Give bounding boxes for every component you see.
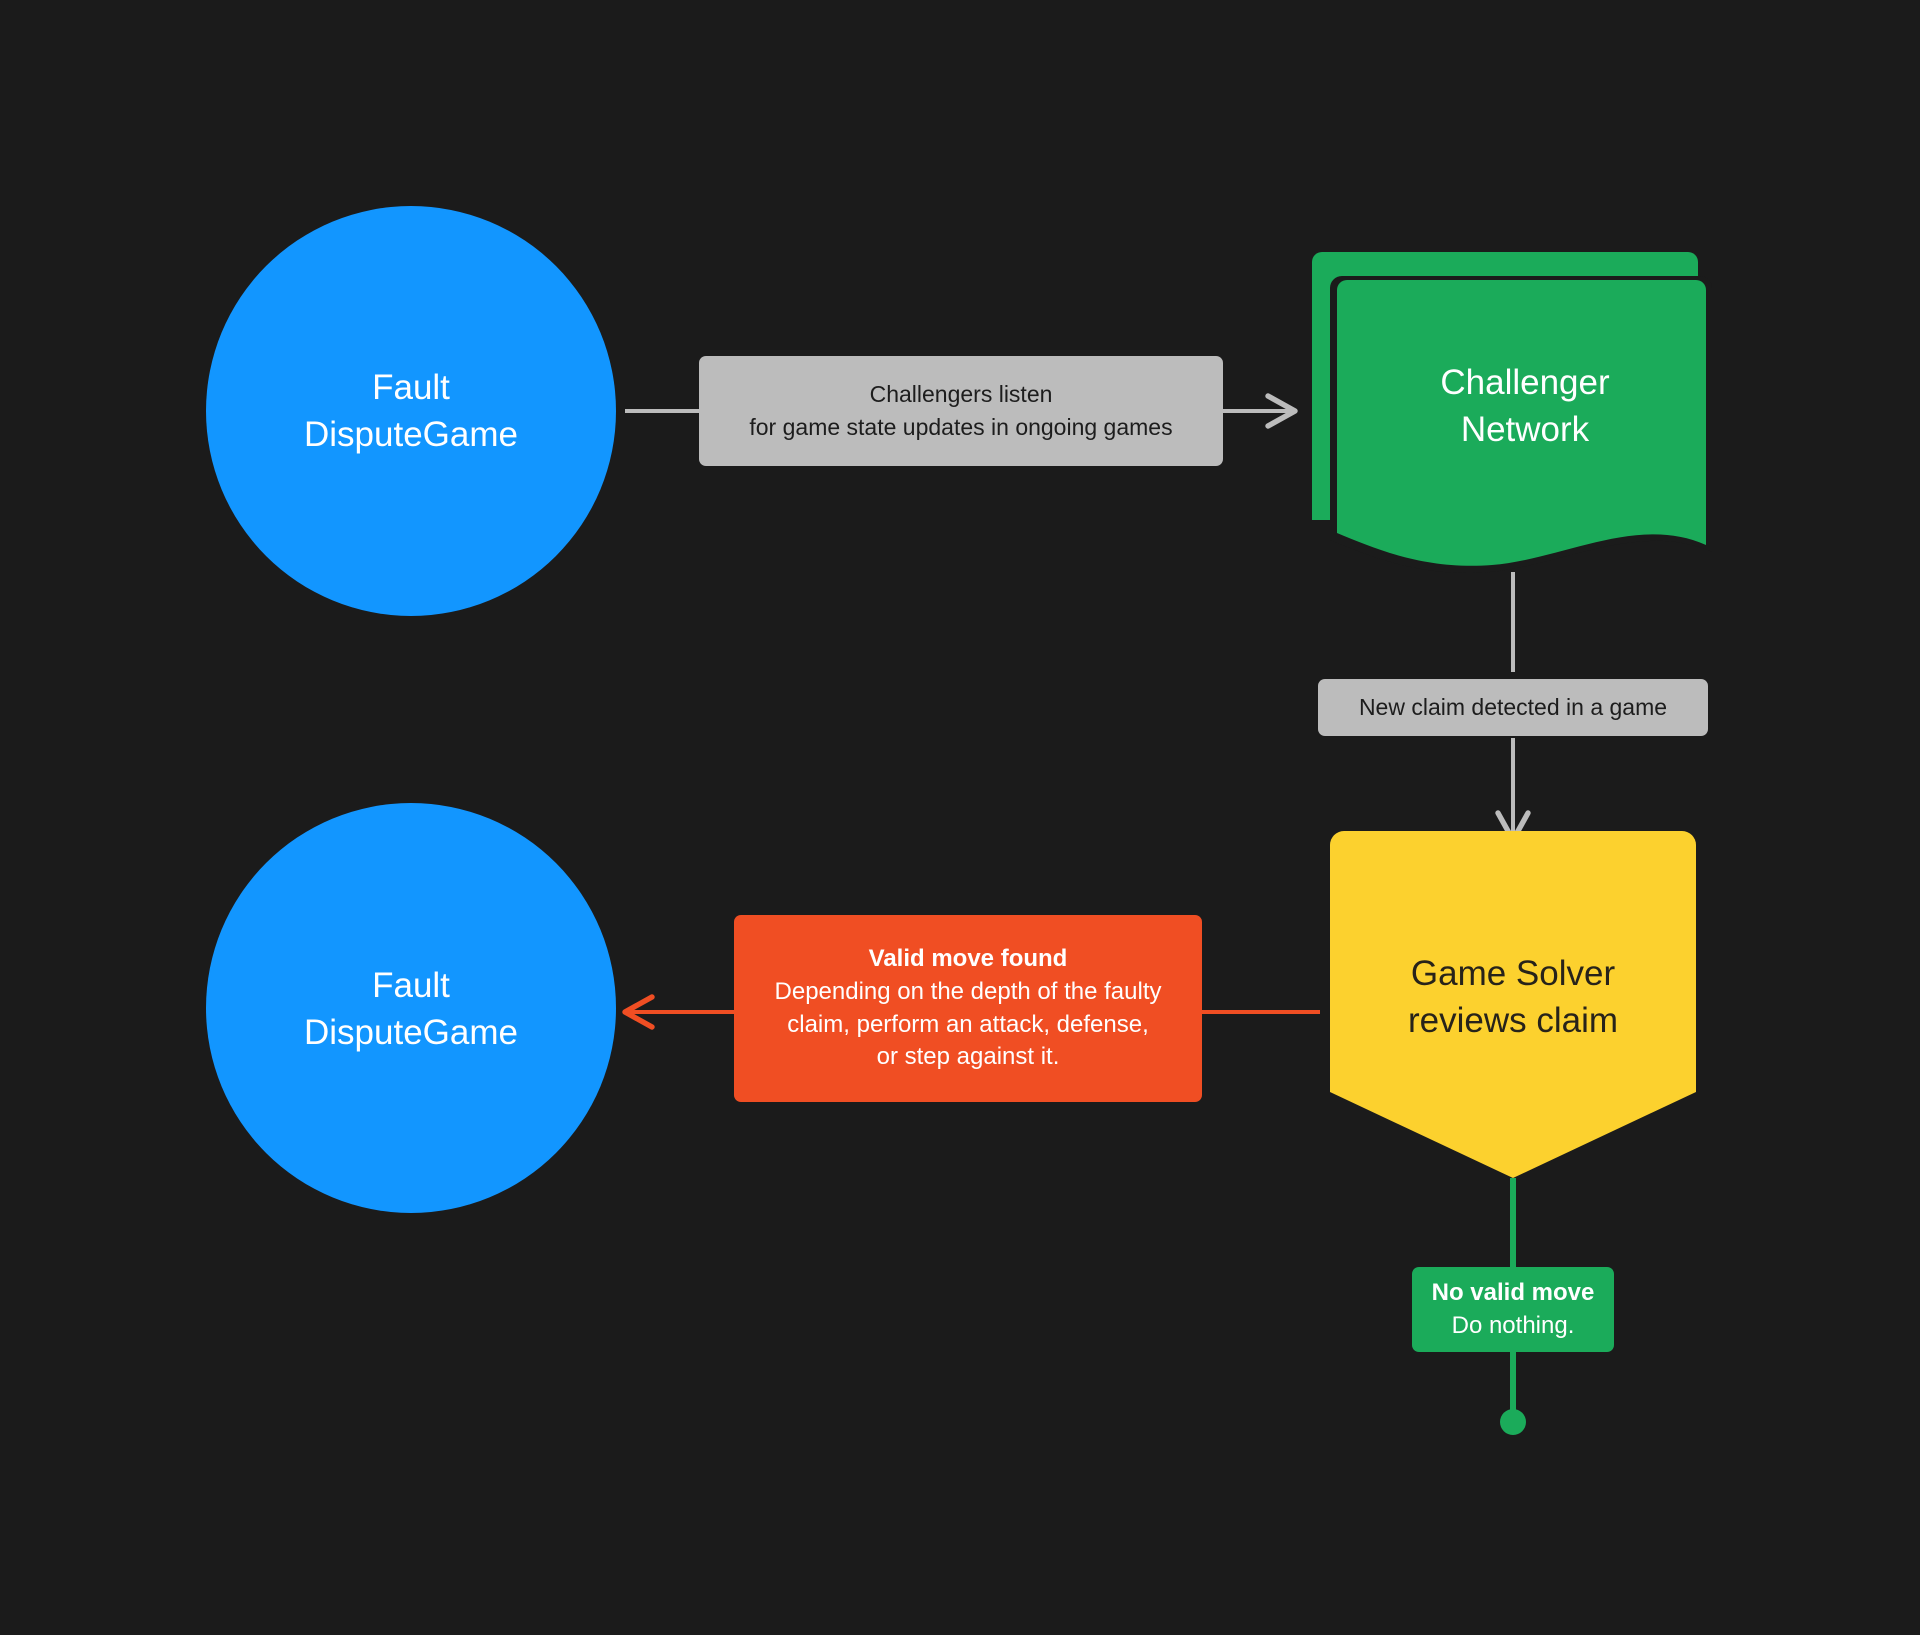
valid-move-found-title: Valid move found: [868, 945, 1068, 973]
challengers-listen-line1: Challengers listen: [869, 381, 1053, 408]
node-game-solver[interactable]: [1330, 831, 1696, 1178]
valid-move-found-line2: claim, perform an attack, defense,: [787, 1010, 1149, 1038]
edge-label-valid-move-found: Valid move found Depending on the depth …: [734, 915, 1202, 1102]
valid-move-found-line1: Depending on the depth of the faulty: [774, 977, 1162, 1005]
no-valid-move-line1: Do nothing.: [1451, 1311, 1575, 1339]
node-fault-disputegame-top[interactable]: [206, 206, 616, 616]
edge-label-challengers-listen: Challengers listen for game state update…: [699, 356, 1223, 466]
challengers-listen-line2: for game state updates in ongoing games: [749, 414, 1173, 440]
no-valid-move-title: No valid move: [1431, 1278, 1595, 1306]
flow-terminator-dot: [1500, 1409, 1526, 1435]
node-challenger-network[interactable]: [1312, 252, 1712, 574]
edge-label-new-claim-detected: New claim detected in a game: [1318, 679, 1708, 736]
edge-label-no-valid-move: No valid move Do nothing.: [1412, 1267, 1614, 1352]
edge-no-valid-move: [1500, 1178, 1526, 1435]
node-fault-disputegame-bottom[interactable]: [206, 803, 616, 1213]
valid-move-found-line3: or step against it.: [876, 1043, 1060, 1071]
new-claim-detected-line1: New claim detected in a game: [1358, 694, 1668, 721]
